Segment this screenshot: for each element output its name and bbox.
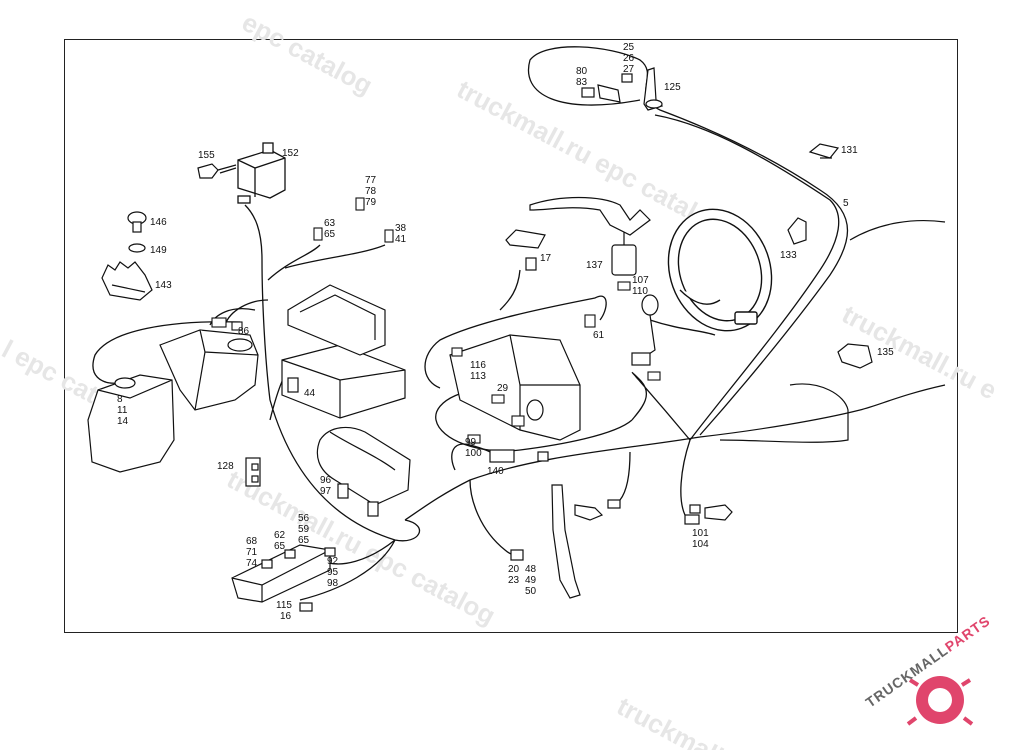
callout-label: 140 xyxy=(487,466,504,477)
callout-label: 77 xyxy=(365,175,377,186)
fuse-box xyxy=(231,544,336,612)
callout-label: 100 xyxy=(465,448,482,459)
callout-label: 98 xyxy=(327,578,339,589)
callout-label: 48 xyxy=(525,564,537,575)
switch-17 xyxy=(505,229,546,271)
unit-44 xyxy=(281,344,406,419)
watermark-text: truckmall.ru xyxy=(612,691,757,750)
screw-146 xyxy=(127,211,147,253)
callout-label: 133 xyxy=(780,250,797,261)
callout-label: 115 xyxy=(276,600,292,611)
diagram-frame xyxy=(64,39,958,633)
callout-label: 11 xyxy=(117,405,128,416)
callout-label: 56 xyxy=(298,513,310,524)
callout-label: 110 xyxy=(632,286,648,297)
clip-133 xyxy=(787,217,807,245)
callout-label: 68 xyxy=(246,536,258,547)
callout-label: 137 xyxy=(586,260,603,271)
callout-label: 17 xyxy=(540,253,552,264)
module-86 xyxy=(159,329,259,411)
small-connectors xyxy=(211,197,661,444)
callout-label: 59 xyxy=(298,524,310,535)
callout-label: 62 xyxy=(274,530,286,541)
callout-label: 25 xyxy=(623,42,635,53)
callout-label: 96 xyxy=(320,475,332,486)
top-connectors xyxy=(581,67,664,111)
callout-label: 101 xyxy=(692,528,709,539)
callout-label: 50 xyxy=(525,586,537,597)
steering-column-parts xyxy=(529,196,659,366)
callout-label: 29 xyxy=(497,383,509,394)
compartment-upper xyxy=(287,284,386,356)
callout-label: 131 xyxy=(841,145,858,156)
callout-label: 116 xyxy=(470,360,486,371)
callout-label: 20 xyxy=(508,564,520,575)
relay-152 xyxy=(237,142,286,204)
cable-20 xyxy=(510,484,621,599)
callout-label: 71 xyxy=(246,547,258,558)
callout-label: 44 xyxy=(304,388,316,399)
callout-label: 8 xyxy=(117,394,123,405)
callout-label: 83 xyxy=(576,77,588,88)
callout-label: 128 xyxy=(217,461,234,472)
callout-label: 86 xyxy=(238,326,250,337)
callout-label: 41 xyxy=(395,234,407,245)
callout-label: 107 xyxy=(632,275,649,286)
callout-label: 125 xyxy=(664,82,681,93)
callout-label: 146 xyxy=(150,217,167,228)
callout-label: 95 xyxy=(327,567,339,578)
callout-label: 99 xyxy=(465,437,477,448)
watermark-text: epc catalog xyxy=(237,7,377,101)
callout-label: 65 xyxy=(298,535,310,546)
callout-label: 79 xyxy=(365,197,377,208)
callout-label: 65 xyxy=(324,229,336,240)
harness-wires xyxy=(92,46,848,601)
callout-labels: 155 152 146 149 143 86 8 11 14 77 78 79 … xyxy=(117,42,894,622)
callout-label: 23 xyxy=(508,575,520,586)
callout-label: 104 xyxy=(692,539,709,550)
connector-128 xyxy=(245,457,261,487)
part-135 xyxy=(837,343,873,369)
callout-label: 149 xyxy=(150,245,167,256)
callout-label: 61 xyxy=(593,330,605,341)
callout-label: 143 xyxy=(155,280,172,291)
callout-label: 92 xyxy=(327,556,339,567)
callout-label: 155 xyxy=(198,150,215,161)
watermark-text: truckmall.ru epc catalog xyxy=(452,74,730,241)
callout-label: 74 xyxy=(246,558,258,569)
callout-label: 80 xyxy=(576,66,588,77)
callout-label: 26 xyxy=(623,53,635,64)
truckmallparts-logo xyxy=(906,676,974,726)
callout-label: 14 xyxy=(117,416,129,427)
callout-label: 65 xyxy=(274,541,286,552)
screw-155 xyxy=(197,163,237,179)
switch-140 xyxy=(489,449,549,463)
blower-96 xyxy=(316,426,411,517)
callout-label: 16 xyxy=(280,611,292,622)
clip-131 xyxy=(808,143,840,159)
sensor-101 xyxy=(684,504,733,525)
cab-outline xyxy=(699,220,946,443)
bracket-143 xyxy=(101,261,153,301)
callout-label: 5 xyxy=(843,198,849,209)
callout-label: 135 xyxy=(877,347,894,358)
callout-label: 63 xyxy=(324,218,336,229)
callout-label: 27 xyxy=(623,64,635,75)
logo-text-accent: PARTS xyxy=(942,612,993,655)
reservoir-8 xyxy=(87,374,175,473)
instrument-cluster xyxy=(449,334,581,441)
callout-label: 97 xyxy=(320,486,332,497)
steering-wheel xyxy=(649,208,773,336)
callout-label: 38 xyxy=(395,223,407,234)
callout-label: 49 xyxy=(525,575,537,586)
callout-label: 78 xyxy=(365,186,377,197)
callout-label: 152 xyxy=(282,148,299,159)
callout-label: 113 xyxy=(470,371,486,382)
